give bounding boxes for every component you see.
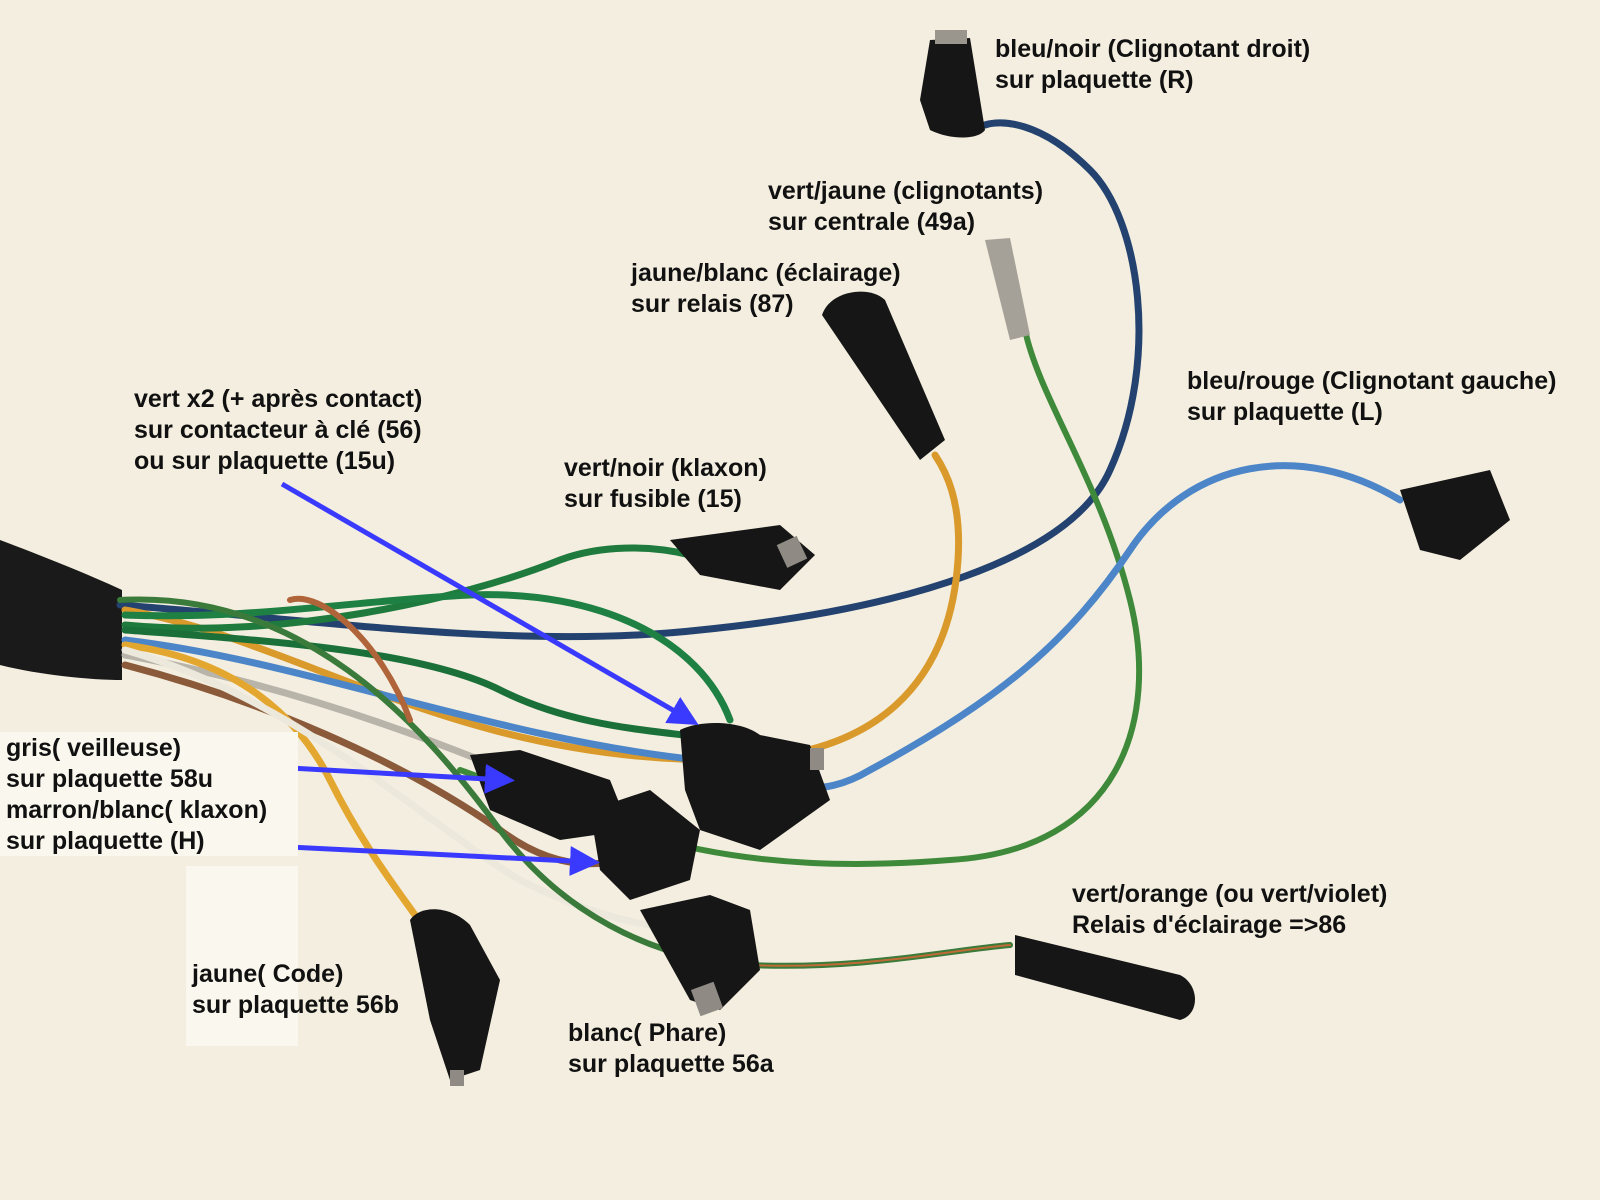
label-vert-orange: vert/orange (ou vert/violet) Relais d'éc… [1072,879,1387,941]
label-vert-jaune: vert/jaune (clignotants) sur centrale (4… [768,176,1043,238]
label-bleu-rouge-line1: bleu/rouge (Clignotant gauche) [1187,367,1557,395]
label-vert-orange-line2: Relais d'éclairage =>86 [1072,911,1347,939]
connector-vert-noir [670,525,815,590]
connector-vert-x2 [680,723,830,850]
connector-bleu-noir [920,38,985,138]
label-gris-line1: gris( veilleuse) [6,734,182,762]
connector-marron-blanc [590,790,700,900]
arrow-marron-blanc [249,842,600,876]
label-jaune-blanc-line1: jaune/blanc (éclairage) [631,259,901,287]
terminal-vert-noir [776,535,808,568]
wire-bleu-rouge [121,462,1404,792]
label-jaune: jaune( Code) sur plaquette 56b [192,959,399,1021]
connector-jaune [410,909,500,1080]
terminal-jaune [450,1070,464,1086]
wire-vert-x2-b [121,626,724,744]
terminal-blanc [690,981,724,1017]
wire-vert-orange-stripe [749,944,1011,967]
arrow-vert-x2 [280,481,699,726]
terminal-bleu-noir [935,30,967,44]
label-gris-line2: sur plaquette 58u [6,765,213,793]
label-vert-x2-line2: sur contacteur à clé (56) [134,416,422,444]
label-marron-line1: marron/blanc( klaxon) [6,796,268,824]
label-bleu-noir: bleu/noir (Clignotant droit) sur plaquet… [995,34,1310,96]
label-vert-x2: vert x2 (+ après contact) sur contacteur… [134,384,422,477]
wire-bleu-noir [116,119,1143,641]
connector-jaune-blanc [822,291,945,460]
harness-sheath [0,540,122,680]
wire-blanc [121,646,654,929]
label-vert-x2-line1: vert x2 (+ après contact) [134,385,423,413]
label-jaune-blanc-line2: sur relais (87) [631,290,794,318]
wire-vert-noir [121,544,694,632]
terminal-vert-x2 [810,748,824,770]
label-backing-jaune [186,866,298,1046]
label-bleu-rouge-line2: sur plaquette (L) [1187,398,1383,426]
connector-vert-orange [1015,935,1195,1020]
label-vert-noir: vert/noir (klaxon) sur fusible (15) [564,453,767,515]
label-jaune-blanc: jaune/blanc (éclairage) sur relais (87) [631,258,901,320]
label-jaune-line2: sur plaquette 56b [192,991,399,1019]
label-blanc-line1: blanc( Phare) [568,1019,727,1047]
terminal-vert-jaune [985,238,1030,340]
label-vert-noir-line1: vert/noir (klaxon) [564,454,767,482]
label-vert-orange-line1: vert/orange (ou vert/violet) [1072,880,1388,908]
label-vert-noir-line2: sur fusible (15) [564,485,742,513]
label-backing-left [0,732,298,856]
label-vert-x2-line3: ou sur plaquette (15u) [134,447,396,475]
wire-marron [287,595,413,723]
label-gris-marron: gris( veilleuse) sur plaquette 58u marro… [6,733,267,857]
label-bleu-rouge: bleu/rouge (Clignotant gauche) sur plaqu… [1187,366,1556,428]
label-bleu-noir-line2: sur plaquette (R) [995,66,1194,94]
label-vert-jaune-line1: vert/jaune (clignotants) [768,177,1044,205]
label-blanc: blanc( Phare) sur plaquette 56a [568,1018,774,1080]
connector-blanc [640,895,760,1010]
label-marron-line2: sur plaquette (H) [6,827,205,855]
connectors [410,30,1510,1086]
label-bleu-noir-line1: bleu/noir (Clignotant droit) [995,35,1311,63]
label-vert-jaune-line2: sur centrale (49a) [768,208,976,236]
connector-bleu-rouge [1400,470,1510,560]
label-blanc-line2: sur plaquette 56a [568,1050,774,1078]
label-jaune-line1: jaune( Code) [192,960,344,988]
